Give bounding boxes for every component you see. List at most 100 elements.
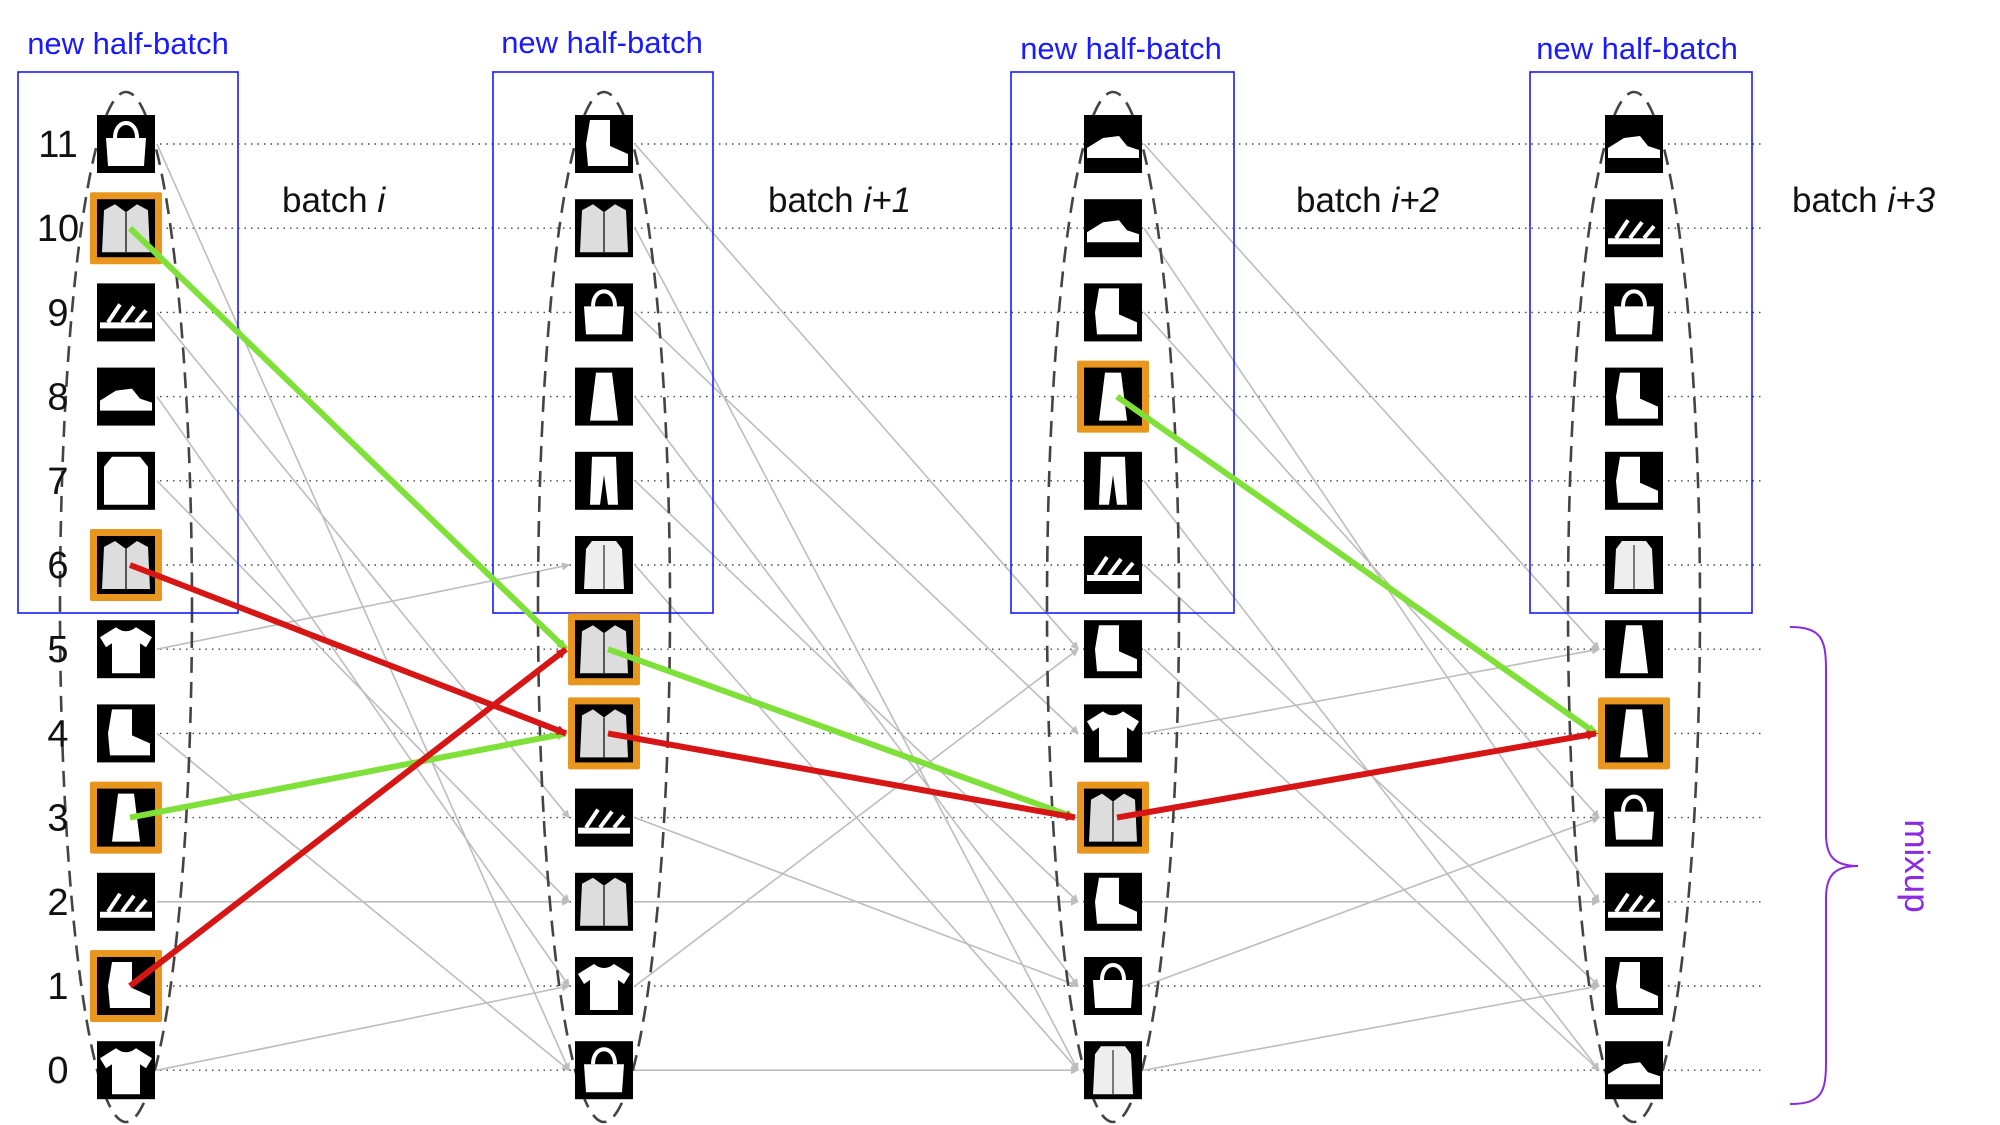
batch-ellipse-2 (1045, 90, 1181, 1124)
row-number: 0 (47, 1050, 68, 1092)
shirt-icon (90, 192, 162, 265)
gray-link (634, 227, 1079, 1072)
coat-icon (1605, 536, 1663, 594)
gray-link (156, 480, 570, 903)
batch-labels: batch i batch i+1 batch i+2 batch i+3 (282, 181, 1936, 220)
batch-ellipse-1 (536, 90, 672, 1124)
batch-ellipses (58, 90, 1702, 1124)
batch-label-prefix: batch (1296, 181, 1391, 220)
gray-links (156, 143, 1600, 1075)
sandal-icon (1605, 872, 1663, 931)
dress-icon (90, 781, 162, 854)
coat-icon (575, 536, 633, 594)
gray-link (156, 311, 570, 819)
batch-label-index: i+1 (863, 181, 911, 220)
half-batch-label-1: new half-batch (501, 25, 703, 60)
bag-icon (575, 1041, 633, 1100)
half-batch-boxes (17, 71, 1753, 614)
highlight-arrows (127, 226, 1598, 989)
gray-link (1143, 983, 1600, 1071)
sandal-icon (97, 872, 155, 931)
gray-link (634, 480, 1079, 903)
gray-link (1143, 143, 1600, 650)
batch-label-1: batch i+1 (768, 181, 911, 220)
half-batch-box-3 (1529, 71, 1753, 614)
shirt-icon (90, 529, 162, 601)
row-number: 1 (47, 966, 68, 1008)
green-arrow (1115, 394, 1598, 736)
batch-label-index: i+2 (1391, 181, 1439, 220)
ankle-boot-icon (575, 115, 633, 173)
row-number: 3 (47, 798, 68, 840)
dress-icon (575, 367, 633, 426)
sandal-icon (1605, 199, 1663, 258)
half-batch-labels: new half-batch new half-batch new half-b… (27, 25, 1738, 66)
sneaker-icon (1084, 199, 1142, 258)
tshirt-icon (97, 620, 155, 679)
pullover-icon (97, 451, 155, 510)
bag-icon (1084, 957, 1142, 1015)
row-gridlines (160, 143, 1765, 1071)
row-number: 8 (47, 377, 68, 419)
green-arrow (129, 730, 567, 821)
batch-ellipse-0 (58, 90, 194, 1124)
green-arrow (606, 646, 1077, 821)
ankle-boot-icon (97, 704, 155, 763)
batch-label-3: batch i+3 (1792, 181, 1936, 220)
row-number: 5 (47, 629, 68, 671)
half-batch-box-1 (492, 71, 714, 614)
red-arrow (128, 562, 568, 737)
bag-icon (97, 115, 155, 173)
bag-icon (575, 283, 633, 342)
ankle-boot-icon (1084, 872, 1142, 931)
row-number: 4 (47, 713, 68, 755)
sandal-icon (575, 788, 633, 847)
gray-link (156, 562, 570, 650)
ankle-boot-icon (1084, 620, 1142, 679)
batch-label-2: batch i+2 (1296, 181, 1439, 220)
row-number: 10 (37, 208, 79, 250)
batch-label-index: i+3 (1887, 181, 1935, 220)
shirt-icon (568, 613, 640, 686)
dress-icon (1605, 620, 1663, 679)
dress-icon (1077, 360, 1149, 433)
ankle-boot-icon (90, 950, 162, 1022)
sandal-icon (1084, 536, 1142, 594)
sneaker-icon (97, 367, 155, 426)
half-batch-label-0: new half-batch (27, 26, 229, 61)
trouser-icon (1084, 451, 1142, 510)
batch-label-0: batch i (282, 181, 386, 220)
shirt-icon (1077, 781, 1149, 854)
row-number: 2 (47, 882, 68, 924)
gray-link (1143, 646, 1600, 735)
tshirt-icon (575, 957, 633, 1015)
bag-icon (1605, 283, 1663, 342)
gray-link (1143, 311, 1600, 819)
half-batch-box-0 (17, 71, 239, 614)
batch-label-index: i (377, 181, 386, 220)
gray-link (1143, 648, 1600, 1071)
mixup-group: mixup (1789, 626, 1936, 1105)
batch-label-prefix: batch (1792, 181, 1887, 220)
ankle-boot-icon (1605, 957, 1663, 1015)
half-batch-label-2: new half-batch (1020, 31, 1222, 66)
red-arrow (128, 646, 568, 989)
half-batch-box-2 (1010, 71, 1235, 614)
red-arrow (1116, 730, 1597, 821)
sandal-icon (97, 283, 155, 342)
trouser-icon (575, 451, 633, 510)
shirt-icon (568, 697, 640, 770)
ankle-boot-icon (1605, 451, 1663, 510)
half-batch-label-3: new half-batch (1536, 31, 1738, 66)
gray-link (634, 143, 1079, 650)
dress-icon (1598, 697, 1670, 770)
tshirt-icon (97, 1041, 155, 1100)
row-number: 6 (47, 545, 68, 587)
gray-link (156, 983, 570, 1071)
gray-link (634, 648, 1079, 987)
coat-icon (1084, 1041, 1142, 1100)
mixup-brace (1789, 626, 1859, 1105)
sneaker-icon (1605, 1041, 1663, 1100)
sneaker-icon (1605, 115, 1663, 173)
